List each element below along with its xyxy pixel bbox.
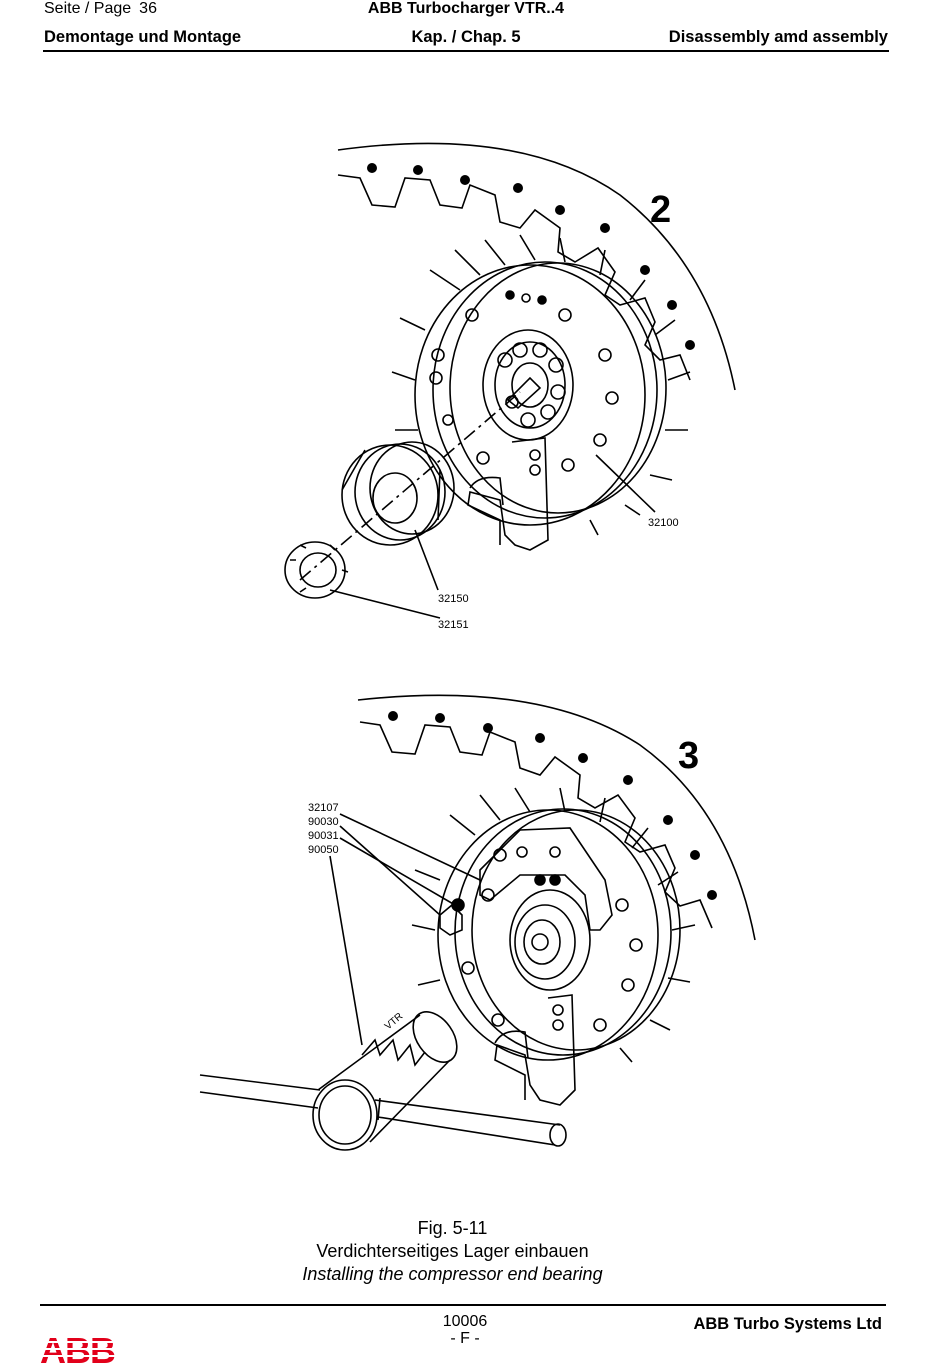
chapter-label: Kap. / Chap. 5: [411, 28, 521, 46]
bearing-cover-back: [471, 809, 681, 1051]
document-code: 10006: [442, 1313, 488, 1330]
part-label-32100: 32100: [648, 517, 679, 529]
turbine-blades: [411, 787, 696, 1063]
leader-32151: [329, 589, 441, 619]
casing-bolt-holes: [388, 711, 717, 900]
part-label-90030: 90030: [308, 816, 339, 828]
bearing-assembly-32150: [341, 444, 439, 546]
step-number-2: 2: [650, 189, 671, 231]
bracket-bolt: [529, 464, 541, 476]
lever-bar-edge: [377, 1097, 381, 1121]
locking-bracket: [494, 994, 576, 1106]
logo-stripes: [40, 1341, 120, 1357]
step-3-illustration: VTR 3 32107 90030 90031 90050: [199, 694, 756, 1151]
leader-32150: [414, 529, 439, 591]
socket-tool-inner: [318, 1085, 372, 1145]
plate-hole: [549, 846, 561, 858]
turbine-blades: [391, 234, 691, 536]
bearing-cover-back: [449, 262, 667, 514]
installed-bearing: [509, 889, 591, 991]
section-title-english: Disassembly amd assembly: [668, 28, 888, 46]
section-header: Demontage und Montage Kap. / Chap. 5 Dis…: [44, 28, 888, 50]
bearing-cover-rim: [432, 261, 658, 519]
shaft-center: [531, 933, 549, 951]
shaft-end: [511, 362, 549, 408]
locknut-32151: [284, 541, 346, 599]
casing-teeth: [359, 721, 713, 929]
step-2-illustration: 2 32100 32150 32151: [284, 142, 736, 631]
part-label-32150: 32150: [438, 593, 469, 605]
installed-locknut: [523, 919, 561, 965]
part-label-90031: 90031: [308, 830, 339, 842]
section-title-german: Demontage und Montage: [44, 28, 242, 46]
leader-32107: [339, 813, 481, 881]
locking-bracket: [467, 437, 549, 551]
leader-90050: [329, 855, 363, 1046]
ball-race: [494, 341, 566, 429]
plate-hole: [549, 874, 561, 886]
bracket-bolt: [529, 449, 541, 461]
product-title: ABB Turbocharger VTR..4: [367, 0, 565, 17]
abb-logo: ABB: [40, 1333, 120, 1367]
bearing-cover-rim: [454, 808, 672, 1056]
casing-teeth: [337, 174, 691, 381]
locking-plate-32107: [479, 827, 613, 931]
part-label-90050: 90050: [308, 844, 339, 856]
part-label-32151: 32151: [438, 619, 469, 631]
bracket-bolt: [552, 1004, 564, 1016]
shaft-journal: [506, 376, 542, 410]
company-name: ABB Turbo Systems Ltd: [693, 1315, 882, 1333]
bracket-bolt: [552, 1019, 564, 1031]
header-rule: [43, 50, 889, 52]
bearing-balls: [497, 342, 566, 428]
socket-tool-body: [317, 1014, 451, 1143]
bracket-hook: [469, 476, 504, 506]
locknut-bore: [299, 552, 337, 588]
figure-number: Fig. 5-11: [417, 1218, 488, 1238]
bracket-hook: [494, 1030, 529, 1059]
socket-tool-opening: [312, 1079, 378, 1151]
casing-bolt-holes: [367, 163, 695, 350]
bearing-assembly-rim: [354, 443, 446, 541]
leader-32100: [595, 454, 656, 513]
footer-rule: [40, 1304, 886, 1306]
leader-90031: [339, 837, 456, 906]
installed-bearing-inner: [514, 904, 576, 980]
locknut-slots: [290, 544, 349, 593]
socket-tool-end: [412, 1011, 458, 1063]
part-label-32107: 32107: [308, 802, 339, 814]
assembly-axis: [299, 391, 521, 581]
cover-bolt-holes: [429, 290, 619, 472]
bearing-cover-disc: [414, 264, 646, 526]
caption-german: Verdichterseitiges Lager einbauen: [316, 1241, 589, 1261]
bearing-assembly-edges: [341, 449, 441, 521]
bearing-assembly-bore: [372, 472, 418, 524]
washer-90031: [451, 898, 465, 912]
bearing-assembly-back: [369, 441, 455, 535]
lever-bar-end: [549, 1123, 567, 1147]
leader-90030: [339, 825, 441, 916]
step-number-3: 3: [678, 735, 699, 777]
casing-outer-edge: [337, 142, 736, 391]
plate-hole: [516, 846, 528, 858]
caption-english: Installing the compressor end bearing: [302, 1264, 603, 1284]
socket-tool-cutaway: [361, 1038, 426, 1067]
bearing-cover-disc: [437, 809, 659, 1061]
plate-hole: [534, 874, 546, 886]
page-number: 36: [139, 0, 157, 17]
shaft-tip: [505, 395, 519, 409]
lever-bar: [199, 1074, 561, 1146]
revision-code: - F -: [450, 1330, 480, 1347]
casing-outer-edge: [357, 694, 756, 941]
